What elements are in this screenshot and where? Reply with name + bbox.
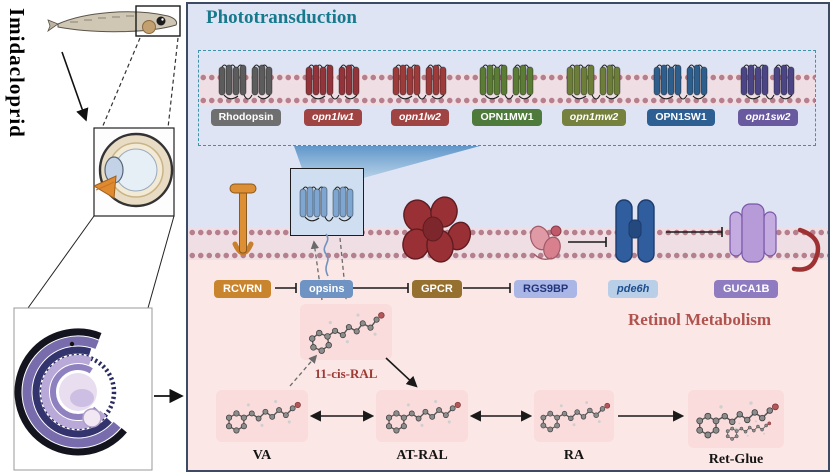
opn1lw1-label: opn1lw1: [303, 109, 362, 126]
cis-ral-structure-icon: [303, 308, 389, 356]
opn1mw1-protein-icon: [475, 57, 539, 103]
compound-label: Imidacloprid: [5, 8, 29, 138]
retina-histology-icon: [13, 307, 153, 471]
ra-molecule: [534, 390, 614, 442]
rgs9bp-protein-icon: [529, 225, 562, 261]
va-label: VA: [252, 448, 272, 463]
opsin-opn1mw1: OPN1MW1: [464, 53, 550, 126]
eye-anatomy-icon: [92, 127, 175, 217]
opsins-label: opsins: [300, 280, 354, 299]
rcvrn-label: RCVRN: [214, 280, 272, 299]
rhodopsin-label: Rhodopsin: [210, 109, 282, 126]
opsins-protein-icon: [295, 179, 359, 225]
opsin-row: Rhodopsin opn1lw1 opn1lw2 OPN1MW1 opn1mw…: [203, 53, 811, 126]
pde6h-protein-icon: [615, 199, 655, 263]
va-structure-icon: [219, 393, 305, 439]
opn1mw2-protein-icon: [562, 57, 626, 103]
opsin-opn1lw2: opn1lw2: [377, 53, 463, 126]
ret-glue-label: Ret-Glue: [708, 452, 764, 467]
zoom-dashed-lines: [101, 37, 179, 129]
at-ral-molecule: [376, 390, 468, 442]
opn1lw2-protein-icon: [388, 57, 452, 103]
gpcr-protein-icon: [402, 196, 472, 263]
ra-label: RA: [563, 448, 585, 463]
rcvrn-protein-icon: [229, 183, 257, 256]
opsin-rhodopsin: Rhodopsin: [203, 53, 289, 126]
ret-glue-structure-icon: [691, 393, 781, 445]
opn1lw1-protein-icon: [301, 57, 365, 103]
guca1b-protein-icon: [729, 203, 777, 263]
rgs9bp-label: RGS9BP: [514, 280, 578, 299]
ret-glue-molecule: [688, 390, 784, 448]
left-illustrations: [13, 5, 184, 471]
opsin-opn1lw1: opn1lw1: [290, 53, 376, 126]
opn1lw2-label: opn1lw2: [390, 109, 449, 126]
cis-ral-label: 11-cis-RAL: [314, 366, 378, 381]
opn1sw2-protein-icon: [736, 57, 800, 103]
pathway-panel: Phototransduction Rhodopsin opn1lw1 opn1…: [186, 2, 830, 472]
opsin-opn1sw2: opn1sw2: [725, 53, 811, 126]
ra-structure-icon: [536, 394, 612, 438]
zoom-solid-lines: [27, 215, 175, 309]
opn1sw1-label: OPN1SW1: [647, 109, 715, 126]
pde6h-label: pde6h: [608, 280, 659, 299]
retinol-metabolism-title: Retinol Metabolism: [628, 310, 772, 329]
opsins-zoom-box: [290, 168, 364, 236]
opsin-opn1sw1: OPN1SW1: [638, 53, 724, 126]
opn1mw1-label: OPN1MW1: [472, 109, 542, 126]
exposure-arrow-icon: [61, 51, 89, 122]
at-ral-label: AT-RAL: [396, 448, 448, 463]
phototransduction-title: Phototransduction: [206, 7, 357, 28]
at-ral-structure-icon: [379, 393, 465, 439]
rhodopsin-protein-icon: [214, 57, 278, 103]
guca1b-label: GUCA1B: [714, 280, 779, 299]
cis-ral-molecule: [300, 304, 392, 360]
opsin-family-box: Rhodopsin opn1lw1 opn1lw2 OPN1MW1 opn1mw…: [198, 50, 816, 146]
gpcr-label: GPCR: [412, 280, 462, 299]
opn1sw2-label: opn1sw2: [737, 109, 799, 126]
opn1mw2-label: opn1mw2: [561, 109, 627, 126]
zebrafish-larva-icon: [47, 5, 181, 37]
opsin-opn1mw2: opn1mw2: [551, 53, 637, 126]
opn1sw1-protein-icon: [649, 57, 713, 103]
va-molecule: [216, 390, 308, 442]
